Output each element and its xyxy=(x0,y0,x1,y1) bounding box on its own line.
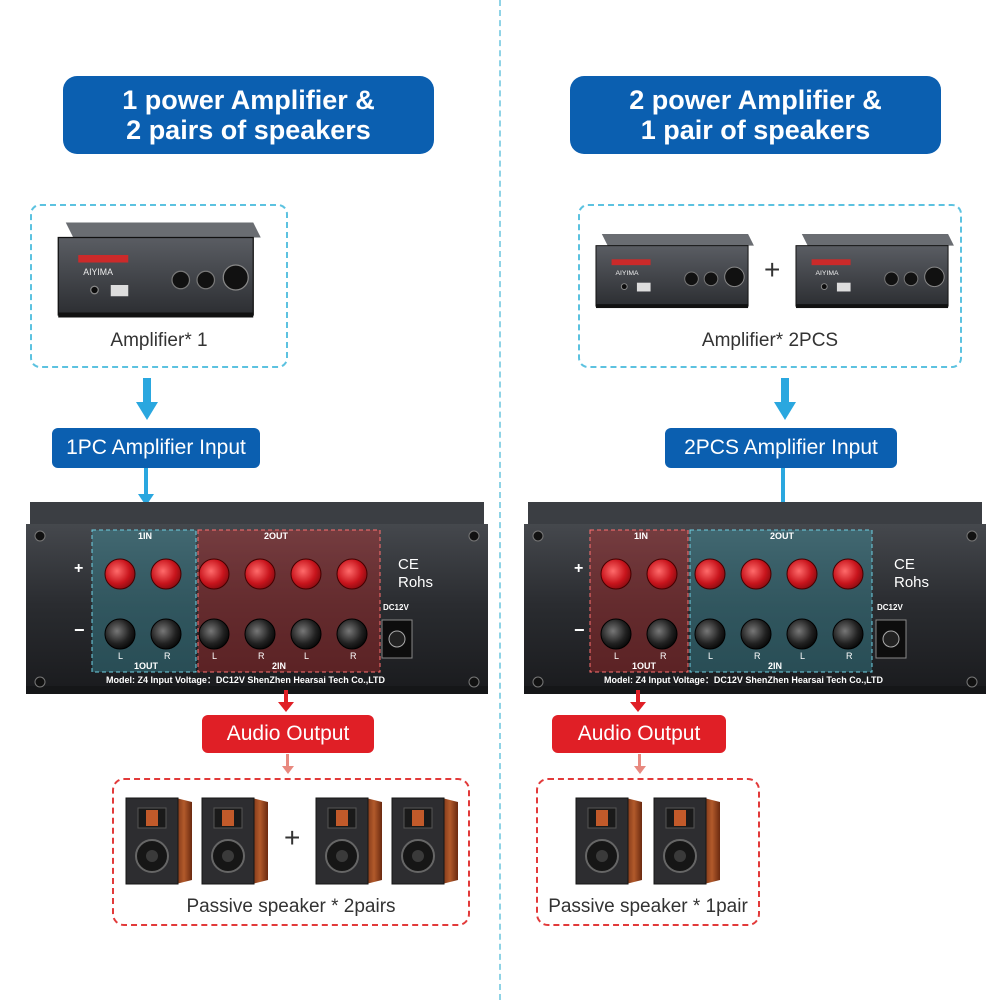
left-panel-l3: L xyxy=(304,651,310,661)
center-divider xyxy=(499,0,501,1000)
amplifier-brand-text-2: AIYIMA xyxy=(815,270,839,277)
right-speaker-caption: Passive speaker * 1pair xyxy=(548,896,748,917)
left-panel-r2: R xyxy=(258,651,265,661)
left-panel-dc: DC12V xyxy=(383,603,409,612)
left-title-box: 1 power Amplifier & 2 pairs of speakers xyxy=(63,76,434,154)
right-rear-panel xyxy=(524,502,986,694)
left-panel-2in: 2IN xyxy=(272,661,287,671)
left-output-arrow-icon xyxy=(278,690,294,712)
left-title-line1: 1 power Amplifier & xyxy=(122,85,375,115)
right-panel-minus: − xyxy=(574,620,585,640)
right-panel-l2: L xyxy=(708,651,714,661)
left-input-arrow-icon xyxy=(136,378,158,420)
left-output-connector-icon xyxy=(282,754,294,774)
right-output-connector-icon xyxy=(634,754,646,774)
right-input-label: 2PCS Amplifier Input xyxy=(665,428,897,468)
left-panel-rohs: Rohs xyxy=(398,574,434,591)
right-panel-plus: + xyxy=(574,560,584,577)
left-panel-1in: 1IN xyxy=(138,531,153,541)
left-input-label: 1PC Amplifier Input xyxy=(52,428,260,468)
left-panel-ce: CE xyxy=(398,556,419,573)
amplifier-brand-text-1: AIYIMA xyxy=(615,270,639,277)
left-amplifier-box xyxy=(30,204,288,368)
left-speaker-2 xyxy=(200,796,270,886)
right-panel-r2: R xyxy=(754,651,761,661)
right-speaker-2 xyxy=(652,796,722,886)
right-panel-2out: 2OUT xyxy=(770,531,795,541)
left-title-line2: 2 pairs of speakers xyxy=(126,115,371,145)
left-panel-l2: L xyxy=(212,651,218,661)
right-speaker-box xyxy=(536,778,760,926)
left-speaker-1 xyxy=(124,796,194,886)
left-panel-r3: R xyxy=(350,651,357,661)
amplifier-image: AIYIMA xyxy=(40,220,274,320)
left-speaker-box xyxy=(112,778,470,926)
right-amplifier-box xyxy=(578,204,962,368)
amplifier-image-1: AIYIMA xyxy=(588,232,758,310)
left-panel-minus: − xyxy=(74,620,85,640)
right-title-box: 2 power Amplifier & 1 pair of speakers xyxy=(570,76,941,154)
right-panel-r3: R xyxy=(846,651,853,661)
amplifier-image-2: AIYIMA xyxy=(788,232,958,310)
left-speaker-3 xyxy=(314,796,384,886)
left-panel-r1: R xyxy=(164,651,171,661)
right-panel-dc: DC12V xyxy=(877,603,903,612)
left-panel-2out: 2OUT xyxy=(264,531,289,541)
amplifier-brand-text: AIYIMA xyxy=(83,267,113,277)
left-speaker-caption: Passive speaker * 2pairs xyxy=(186,896,396,917)
left-rear-panel xyxy=(26,502,488,694)
left-input-connector-icon xyxy=(138,468,154,506)
left-speaker-4 xyxy=(390,796,460,886)
right-panel-1in: 1IN xyxy=(634,531,649,541)
left-speaker-plus: + xyxy=(284,822,301,853)
right-panel-model: Model: Z4 Input Voltage：DC12V ShenZhen H… xyxy=(604,675,884,685)
right-panel-l1: L xyxy=(614,651,620,661)
left-amplifier-caption: Amplifier* 1 xyxy=(110,330,208,351)
right-amplifier-caption: Amplifier* 2PCS xyxy=(701,330,839,351)
right-speaker-1 xyxy=(574,796,644,886)
left-panel-l1: L xyxy=(118,651,124,661)
right-title-line2: 1 pair of speakers xyxy=(640,115,871,145)
right-output-arrow-icon xyxy=(630,690,646,712)
right-panel-ce: CE xyxy=(894,556,915,573)
right-amp-plus: + xyxy=(764,254,781,285)
right-output-label: Audio Output xyxy=(552,715,726,753)
right-title-line1: 2 power Amplifier & xyxy=(629,85,882,115)
left-panel-model: Model: Z4 Input Voltage：DC12V ShenZhen H… xyxy=(106,675,386,685)
right-panel-2in: 2IN xyxy=(768,661,783,671)
right-input-arrow-icon xyxy=(774,378,796,420)
left-output-label: Audio Output xyxy=(202,715,374,753)
left-panel-1out: 1OUT xyxy=(134,661,159,671)
left-panel-plus: + xyxy=(74,560,84,577)
right-panel-rohs: Rohs xyxy=(894,574,930,591)
right-panel-1out: 1OUT xyxy=(632,661,657,671)
right-panel-r1: R xyxy=(660,651,667,661)
right-panel-l3: L xyxy=(800,651,806,661)
